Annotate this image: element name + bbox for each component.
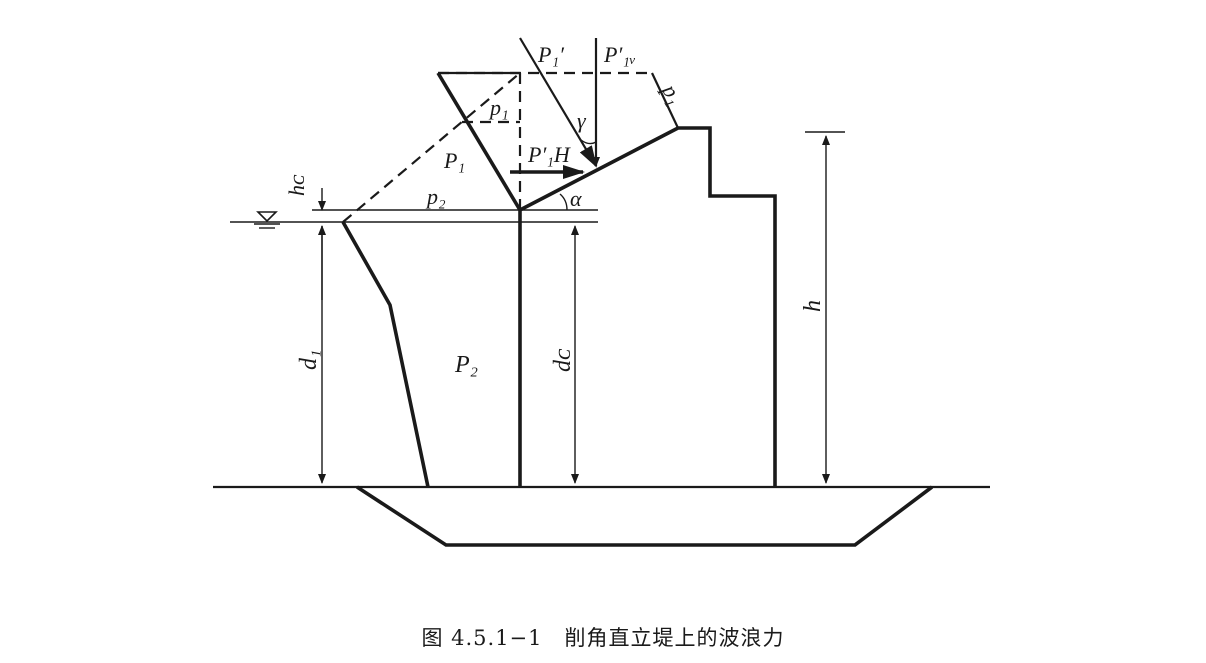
label-p1-inner: p₁ xyxy=(488,95,509,120)
label-hc: hᴄ xyxy=(284,174,309,196)
P1-prime-arrow xyxy=(519,37,598,168)
label-h: h xyxy=(800,300,826,312)
breakwater-outline xyxy=(518,126,777,487)
slope-pressure-triangle xyxy=(436,72,522,211)
label-p2: p₂ xyxy=(425,184,446,209)
label-P2: P₂ xyxy=(454,352,478,378)
label-d1: d₁ xyxy=(296,350,322,370)
label-P1: P₁ xyxy=(443,148,465,173)
label-alpha: α xyxy=(570,186,582,211)
label-dc: dᴄ xyxy=(550,348,576,372)
foundation-bed xyxy=(356,485,934,547)
label-P1H-prime: P′₁H xyxy=(527,142,571,167)
pressure-envelope-dashed xyxy=(342,72,521,223)
label-P1v-prime: P′₁ᵥ xyxy=(603,42,636,67)
pressure-profile-line xyxy=(341,221,430,488)
p1-top-edge xyxy=(651,72,679,129)
label-P1-prime: P₁′ xyxy=(537,42,565,67)
water-level-symbol-icon xyxy=(254,211,280,229)
label-gamma: γ xyxy=(577,108,587,133)
gamma-angle-arc xyxy=(580,139,597,145)
label-p1-top: p₁ xyxy=(656,78,688,108)
figure-caption: 图 4.5.1−1 削角直立堤上的波浪力 xyxy=(421,626,785,650)
alpha-angle-arc xyxy=(559,193,568,211)
